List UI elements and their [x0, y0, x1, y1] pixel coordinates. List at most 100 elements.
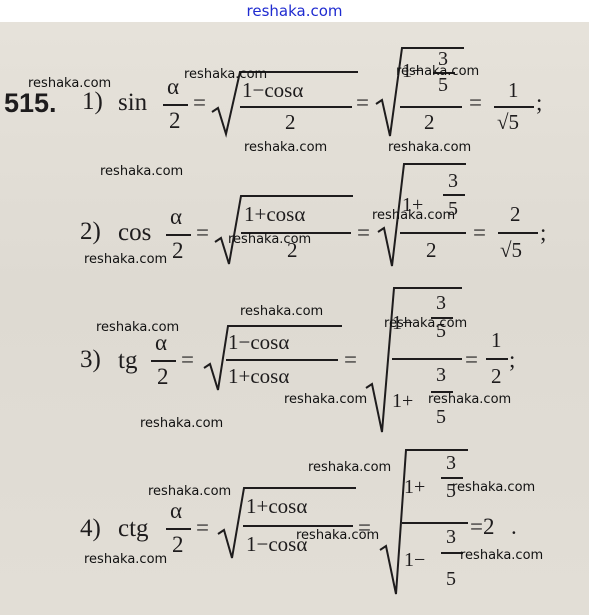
watermark: reshaka.com [372, 208, 456, 223]
item-1-nested-radical [375, 47, 464, 137]
item-2-func: cos [118, 219, 152, 246]
watermark: reshaka.com [240, 304, 324, 319]
item-4-alpha: α [170, 498, 183, 523]
problem-number: 515. [4, 88, 57, 118]
item-4-nest-small-den2: 5 [446, 568, 456, 590]
item-1-alpha: α [167, 74, 180, 99]
item-4-func: ctg [118, 515, 149, 542]
watermark: reshaka.com [96, 320, 180, 335]
item-2-arg-den: 2 [172, 238, 184, 263]
item-4-nest-small-num: 3 [446, 452, 456, 474]
item-2-radical [214, 195, 353, 265]
item-1-nest-small-den: 5 [438, 74, 448, 96]
item-1-arg-bar [163, 104, 188, 106]
item-1-result-num: 1 [508, 78, 519, 102]
item-1-radical [211, 71, 358, 138]
item-4-radical [217, 487, 356, 559]
item-1-under-bar [240, 106, 352, 108]
item-2-nest-den: 2 [426, 238, 437, 262]
item-1-eq2: = [356, 90, 369, 115]
item-4-nest-lead2: 1− [404, 549, 426, 571]
item-2-end: ; [540, 220, 547, 245]
item-2-nested-radical [377, 163, 466, 267]
item-2-eq3: = [473, 220, 486, 245]
item-1-result-bar [494, 106, 534, 108]
item-2-under-bar [241, 232, 351, 234]
item-2-nest-small-den: 5 [448, 198, 458, 220]
item-4-eq2: = [358, 515, 371, 540]
item-1-func: sin [118, 89, 148, 116]
item-4-nest-lead: 1+ [404, 476, 426, 498]
item-3-eq: = [181, 347, 194, 372]
watermark: reshaka.com [428, 392, 512, 407]
item-4-under-bar [243, 525, 353, 527]
item-3-nest-small-bar [431, 317, 453, 319]
item-1-nest-den: 2 [424, 110, 435, 134]
item-4-result: =2 [470, 514, 495, 539]
item-4-end: . [511, 514, 517, 539]
watermark: reshaka.com [28, 76, 112, 91]
watermark: reshaka.com [296, 528, 380, 543]
item-1-arg-den: 2 [169, 108, 181, 133]
item-2-eq2: = [357, 220, 370, 245]
item-3-result-num: 1 [491, 328, 502, 352]
item-4-nest-bar [402, 522, 468, 524]
item-4-nest-small-bar2 [441, 552, 463, 554]
item-1-nest-lead: 1− [402, 60, 424, 82]
watermark: reshaka.com [460, 548, 544, 563]
watermark: reshaka.com [244, 140, 328, 155]
watermark: reshaka.com [308, 460, 392, 475]
item-3-under-den: 1+cosα [228, 364, 290, 388]
item-3-eq2: = [344, 347, 357, 372]
item-3-arg-den: 2 [157, 364, 169, 389]
item-2-under-den: 2 [287, 238, 298, 262]
item-4-arg-bar [166, 528, 191, 530]
item-2-eq: = [196, 220, 209, 245]
item-3-radical [203, 325, 342, 391]
item-2-result-bar [498, 232, 538, 234]
watermark: reshaka.com [184, 67, 268, 82]
watermark: reshaka.com [284, 392, 368, 407]
item-3-under-num: 1−cosα [228, 330, 290, 354]
item-2-label: 2) [80, 218, 101, 245]
item-1-nest-small-bar [433, 72, 455, 74]
item-3-nest-small-den: 5 [436, 320, 446, 342]
watermark: reshaka.com [148, 484, 232, 499]
item-3-nest-small-num2: 3 [436, 364, 446, 386]
watermark: reshaka.com [140, 416, 224, 431]
item-3-nest-small-den2: 5 [436, 406, 446, 428]
item-4-label: 4) [80, 515, 101, 542]
item-3-label: 3) [80, 346, 101, 373]
watermark: reshaka.com [100, 164, 184, 179]
watermark: reshaka.com [452, 480, 536, 495]
item-3-result-den: 2 [491, 364, 502, 388]
item-1-eq: = [193, 90, 206, 115]
watermark: reshaka.com [388, 140, 472, 155]
item-3-under-bar [226, 359, 338, 361]
item-2-nest-small-bar [443, 194, 465, 196]
item-3-eq3: = [465, 347, 478, 372]
item-3-nest-lead2: 1+ [392, 390, 414, 412]
textbook-page: 515. 1) sin α 2 = 1−cosα 2 = 1− 3 5 2 = … [0, 22, 589, 615]
item-2-result-den: √5 [500, 238, 523, 262]
watermark: reshaka.com [84, 552, 168, 567]
item-3-arg-bar [151, 360, 176, 362]
item-4-under-num: 1+cosα [246, 494, 308, 518]
site-watermark-header: reshaka.com [0, 0, 589, 22]
item-1-nest-bar [400, 106, 462, 108]
item-1-label: 1) [82, 88, 103, 115]
item-3-nest-lead: 1− [392, 312, 414, 334]
item-4-under-den: 1−cosα [246, 532, 308, 556]
item-3-func: tg [118, 347, 138, 374]
item-1-under-num: 1−cosα [242, 78, 304, 102]
item-2-nest-lead: 1+ [402, 194, 424, 216]
watermark: reshaka.com [396, 64, 480, 79]
item-4-nest-small-bar [441, 477, 463, 479]
watermark: reshaka.com [84, 252, 168, 267]
item-2-result-num: 2 [510, 202, 521, 226]
item-3-result-bar [486, 358, 508, 360]
item-4-arg-den: 2 [172, 532, 184, 557]
item-3-nest-bar [392, 358, 462, 360]
item-1-nest-small-num: 3 [438, 48, 448, 70]
item-2-alpha: α [170, 204, 183, 229]
